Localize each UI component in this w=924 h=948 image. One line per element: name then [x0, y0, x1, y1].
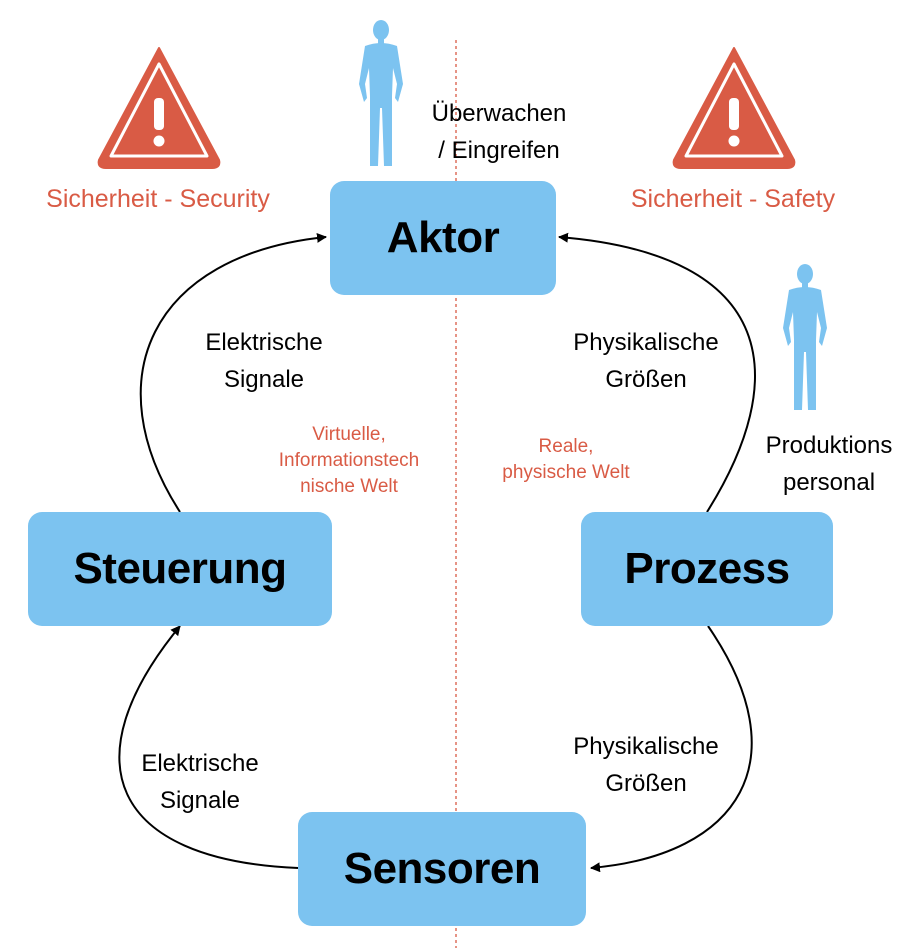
node-prozess-label: Prozess [624, 544, 790, 593]
warning-safety-label: Sicherheit - Safety [630, 185, 836, 213]
region-real-label: Reale, physische Welt [502, 436, 630, 483]
node-prozess: Prozess [581, 512, 833, 626]
warning-security-label: Sicherheit - Security [46, 185, 270, 213]
node-aktor: Aktor [330, 181, 556, 295]
region-virtual-label: Virtuelle, Informationstech nische Welt [278, 424, 420, 497]
edge-label-prozess-aktor: Physikalische Größen [573, 329, 719, 393]
node-steuerung-label: Steuerung [73, 544, 287, 593]
node-steuerung: Steuerung [28, 512, 332, 626]
edge-label-steuerung-aktor: Elektrische Signale [205, 329, 323, 393]
arrow-sensoren-to-steuerung [118, 625, 299, 869]
warning-triangle-icon [672, 47, 796, 169]
staff-label: Produktions personal [765, 432, 893, 496]
arrow-prozess-to-aktor [558, 232, 756, 513]
arrow-prozess-to-sensoren [590, 625, 753, 873]
arrow-steuerung-to-aktor [139, 232, 327, 513]
person-icon [359, 20, 403, 166]
edge-label-prozess-sensoren: Physikalische Größen [573, 733, 719, 797]
warning-triangle-icon [97, 47, 221, 169]
node-sensoren-label: Sensoren [343, 844, 541, 893]
person-icon [783, 264, 827, 410]
operator-label: Überwachen / Eingreifen [431, 100, 567, 164]
node-aktor-label: Aktor [386, 213, 500, 262]
edge-label-sensoren-steuerung: Elektrische Signale [141, 750, 259, 814]
node-sensoren: Sensoren [298, 812, 586, 926]
